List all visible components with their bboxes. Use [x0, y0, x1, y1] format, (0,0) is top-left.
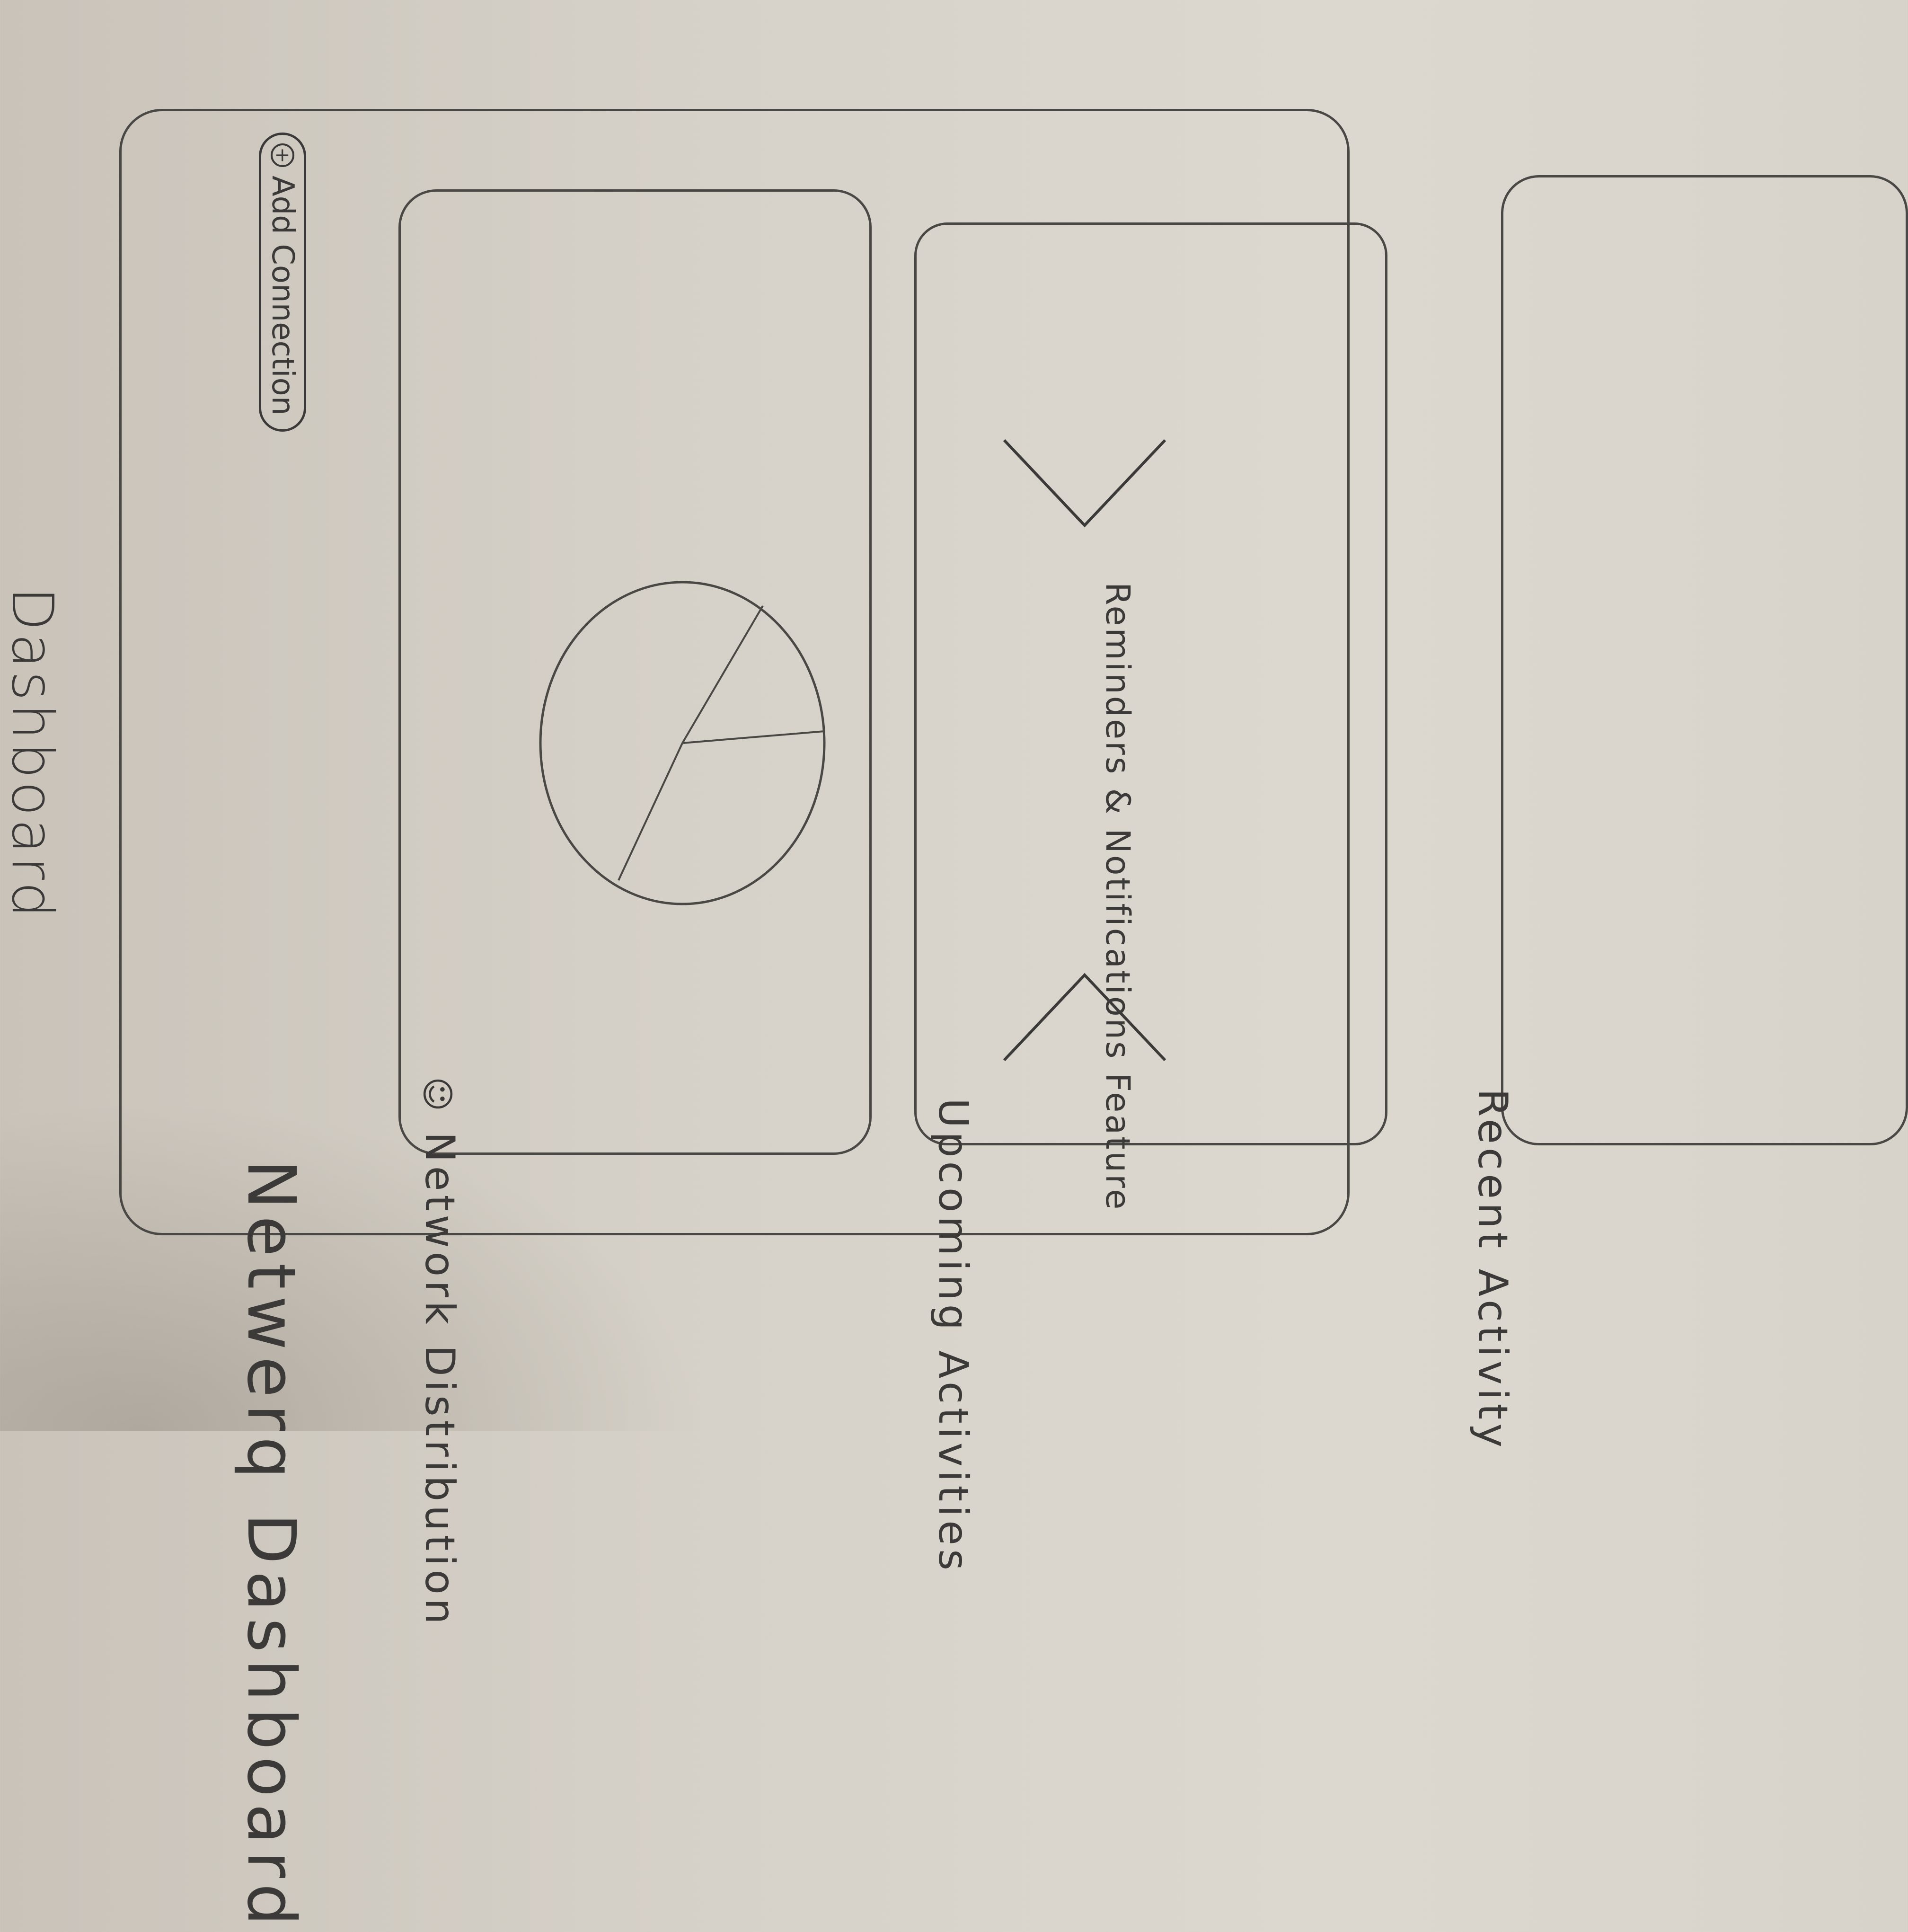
- recent-activity-card: [1501, 175, 1908, 1145]
- add-connection-button[interactable]: + Add Connection: [259, 133, 306, 432]
- upcoming-activities-title: Upcoming Activities: [929, 1098, 977, 1574]
- pie-slice-divider: [682, 730, 825, 744]
- network-distribution-title: ☺ Network Distribution: [416, 1077, 463, 1628]
- pie-slice-divider: [618, 743, 683, 881]
- network-distribution-pie: [539, 581, 826, 905]
- chevron-left-icon[interactable]: [999, 966, 1170, 1070]
- chevron-right-icon[interactable]: [999, 431, 1170, 535]
- pie-slice-divider: [681, 605, 764, 744]
- add-connection-label: Add Connection: [265, 176, 300, 416]
- plus-circle-icon: +: [271, 143, 294, 167]
- sketch-canvas: Dashboard Netwerq Dashboard + Add Connec…: [0, 109, 1908, 1932]
- network-distribution-label: Network Distribution: [416, 1132, 463, 1628]
- app-title: Netwerq Dashboard: [232, 1160, 309, 1932]
- reminders-carousel-text: Reminders & Notifications Feature: [1098, 582, 1137, 1212]
- pie-outline: [539, 581, 826, 905]
- page-heading: Dashboard: [0, 587, 65, 921]
- recent-activity-title: Recent Activity: [1469, 1089, 1516, 1452]
- person-icon: ☺: [418, 1077, 457, 1115]
